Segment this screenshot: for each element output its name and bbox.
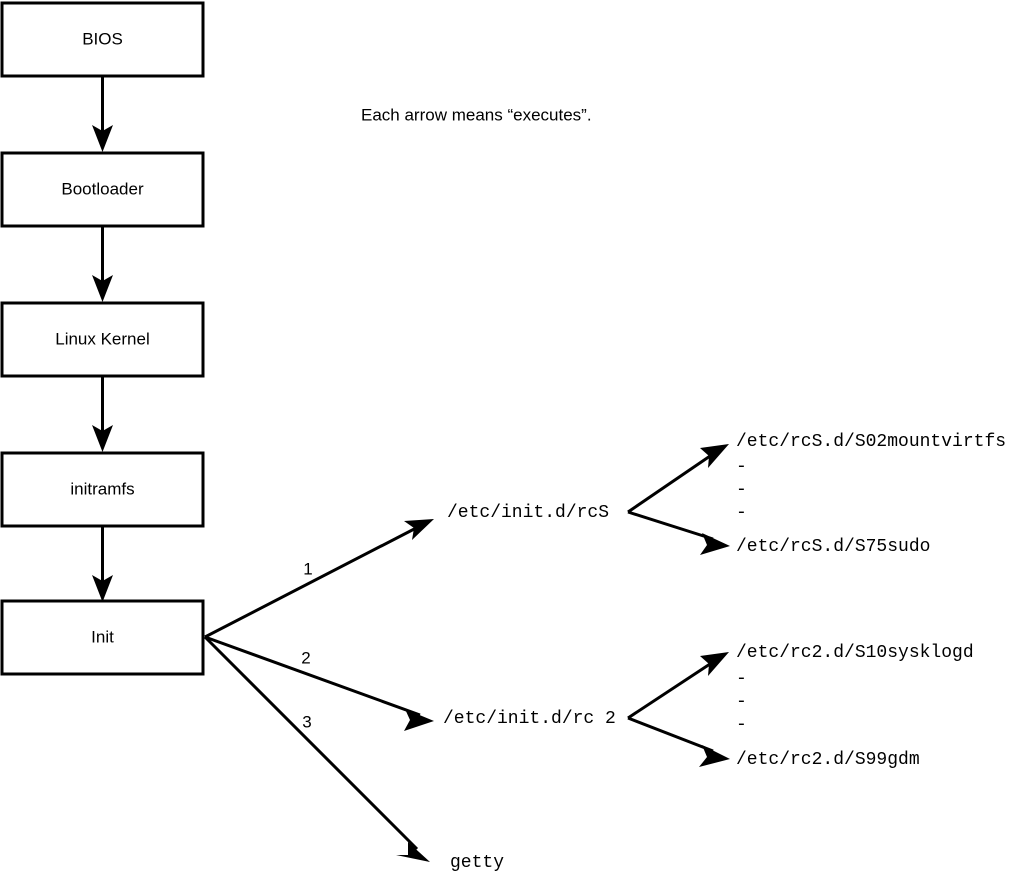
arrow-shaft — [627, 452, 714, 514]
arrow-head-icon — [92, 575, 113, 602]
arrow-head-icon — [404, 709, 434, 731]
rc2-script-last-label: /etc/rc2.d/S99gdm — [736, 750, 920, 770]
kernel-box — [0, 301, 205, 378]
arrow-shaft — [204, 635, 421, 717]
node-bootloader: Bootloader — [0, 151, 205, 228]
kernel-label: Linux Kernel — [55, 329, 150, 348]
target-label-rc2: /etc/init.d/rc 2 — [443, 709, 616, 729]
arrow-head-icon — [699, 745, 730, 767]
rc2-script-first-label: /etc/rc2.d/S10sysklogd — [736, 643, 974, 663]
rcs-ellipsis-dash-1: - — [736, 457, 747, 477]
arrow-rcs-to-last-script — [627, 510, 730, 555]
arrow-init-to-rcs — [204, 519, 434, 639]
arrow-kernel-to-initramfs — [92, 376, 113, 452]
arrow-rc2-to-last-script — [627, 716, 730, 767]
rcs-script-last-label: /etc/rcS.d/S75sudo — [736, 537, 930, 557]
arrow-head-icon — [700, 652, 729, 676]
arrow-shaft — [203, 635, 419, 851]
arrow-head-icon — [700, 533, 730, 555]
bios-label: BIOS — [82, 29, 123, 48]
node-bios: BIOS — [0, 1, 205, 78]
arrow-shaft — [204, 524, 421, 639]
arrow-head-icon — [92, 125, 113, 152]
bootloader-box — [0, 151, 205, 228]
arrow-initramfs-to-init — [92, 526, 113, 602]
node-linux-kernel: Linux Kernel — [0, 301, 205, 378]
arrow-rc2-to-first-script — [627, 652, 729, 720]
node-init: Init — [0, 599, 205, 676]
arrow-head-icon — [396, 842, 430, 862]
rc2-ellipsis-dash-1: - — [736, 669, 747, 689]
initramfs-label: initramfs — [70, 479, 134, 498]
init-label: Init — [91, 627, 114, 646]
node-initramfs: initramfs — [0, 451, 205, 528]
arrow-shaft — [627, 716, 714, 753]
arrow-head-icon — [404, 519, 434, 540]
rcs-ellipsis-dash-3: - — [736, 503, 747, 523]
rc2-ellipsis-dash-2: - — [736, 692, 747, 712]
rc2-ellipsis-dash-3: - — [736, 715, 747, 735]
target-label-getty: getty — [450, 853, 504, 873]
rcs-script-first-label: /etc/rcS.d/S02mountvirtfs — [736, 432, 1006, 452]
edge-label-3: 3 — [302, 712, 311, 731]
target-label-rcs: /etc/init.d/rcS — [447, 503, 609, 523]
arrow-head-icon — [92, 425, 113, 452]
arrow-init-to-rc2 — [204, 635, 434, 731]
arrow-head-icon — [700, 444, 729, 468]
arrow-bios-to-bootloader — [92, 76, 113, 152]
edge-label-2: 2 — [301, 648, 310, 667]
arrow-head-icon — [92, 275, 113, 302]
bios-box — [0, 1, 205, 78]
arrow-shaft — [627, 510, 714, 541]
rcs-ellipsis-dash-2: - — [736, 480, 747, 500]
bootloader-label: Bootloader — [61, 179, 144, 198]
edge-label-1: 1 — [303, 559, 312, 578]
arrow-rcs-to-first-script — [627, 444, 729, 514]
arrow-bootloader-to-kernel — [92, 226, 113, 302]
arrow-shaft — [627, 660, 714, 720]
init-box — [0, 599, 205, 676]
arrow-init-to-getty — [203, 635, 430, 862]
diagram-caption: Each arrow means “executes”. — [361, 105, 592, 124]
